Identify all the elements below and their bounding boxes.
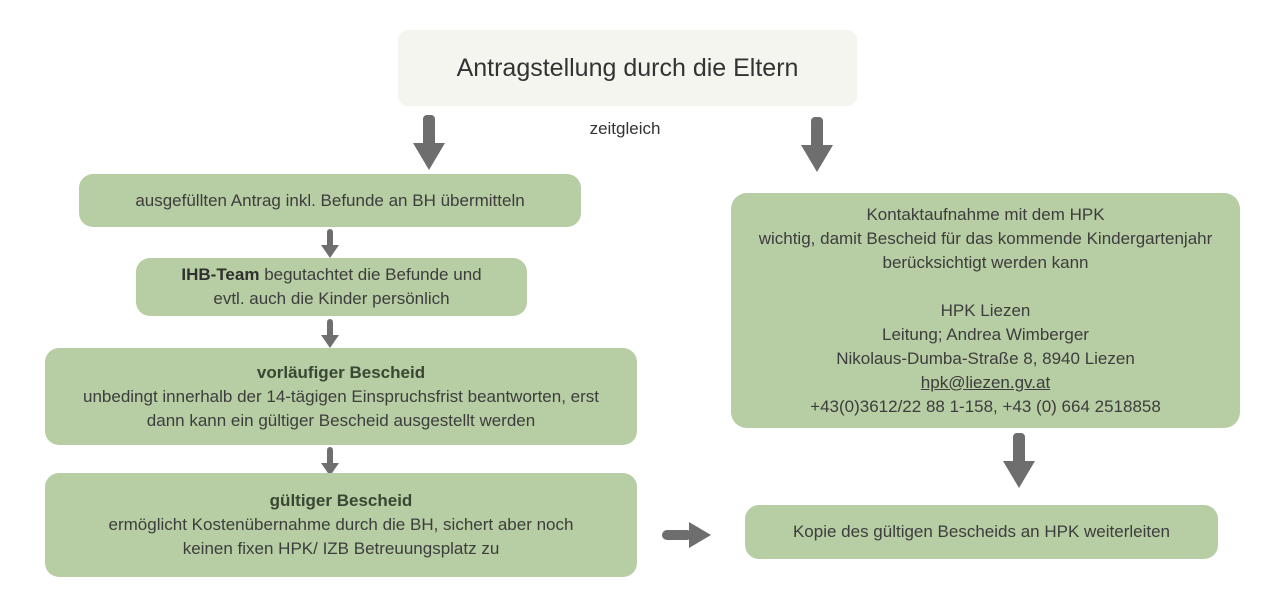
step-ihb-line1-rest: begutachtet die Befunde und: [259, 265, 482, 284]
arrow-stem: [327, 319, 333, 335]
forward-copy-text: Kopie des gültigen Bescheids an HPK weit…: [792, 522, 1171, 541]
arrow-stem: [423, 115, 435, 143]
step-valid-line1: ermöglicht Kostenübernahme durch die BH,…: [108, 515, 574, 534]
contact-address: Nikolaus-Dumba-Straße 8, 8940 Liezen: [836, 348, 1135, 368]
arrow-down-contact-icon: [1003, 433, 1035, 488]
arrow-down-small-icon: [321, 447, 339, 476]
zeitgleich-label: zeitgleich: [589, 119, 661, 138]
step-ihb-line1: IHB-Team begutachtet die Befunde und: [181, 263, 481, 287]
arrow-stem: [811, 117, 823, 145]
contact-phones: +43(0)3612/22 88 1-158, +43 (0) 664 2518…: [810, 396, 1161, 416]
title-box: Antragstellung durch die Eltern: [398, 30, 857, 106]
arrow-down-right-icon: [801, 117, 833, 172]
step-ihb-line2: evtl. auch die Kinder persönlich: [213, 289, 450, 308]
arrow-head: [1003, 461, 1035, 488]
arrow-stem: [662, 530, 692, 540]
page-title: Antragstellung durch die Eltern: [456, 53, 799, 82]
contact-note-line2: berücksichtigt werden kann: [882, 252, 1089, 272]
arrow-stem: [327, 229, 333, 245]
arrow-head: [801, 145, 833, 172]
arrow-head: [413, 143, 445, 170]
contact-box: Kontaktaufnahme mit dem HPK wichtig, dam…: [731, 193, 1240, 428]
step-ihb-bold: IHB-Team: [181, 265, 260, 284]
arrow-head: [321, 245, 339, 258]
step-ihb-box: IHB-Team begutachtet die Befunde und evt…: [136, 258, 527, 316]
arrow-down-small-icon: [321, 229, 339, 258]
arrow-down-small-icon: [321, 319, 339, 348]
email-link[interactable]: hpk@liezen.gv.at: [920, 372, 1051, 392]
arrow-right-icon: [662, 522, 711, 548]
arrow-down-left-icon: [413, 115, 445, 170]
step-submit-box: ausgefüllten Antrag inkl. Befunde an BH …: [79, 174, 581, 227]
step-valid-heading: gültiger Bescheid: [269, 491, 413, 510]
step-preliminary-line2: dann kann ein gültiger Bescheid ausgeste…: [146, 410, 536, 430]
step-valid-line2: keinen fixen HPK/ IZB Betreuungsplatz zu: [182, 539, 500, 558]
step-preliminary-box: vorläufiger Bescheid unbedingt innerhalb…: [45, 348, 637, 445]
arrow-head: [321, 335, 339, 348]
arrow-stem: [1013, 433, 1025, 461]
arrow-stem: [327, 447, 333, 463]
step-submit-text: ausgefüllten Antrag inkl. Befunde an BH …: [135, 190, 525, 210]
contact-org: HPK Liezen: [940, 300, 1031, 320]
step-preliminary-heading: vorläufiger Bescheid: [256, 362, 426, 382]
arrow-head: [689, 522, 711, 548]
step-valid-box: gültiger Bescheid ermöglicht Kostenübern…: [45, 473, 637, 577]
contact-leader: Leitung; Andrea Wimberger: [882, 324, 1089, 344]
step-preliminary-line1: unbedingt innerhalb der 14-tägigen Einsp…: [83, 386, 599, 406]
forward-copy-box: Kopie des gültigen Bescheids an HPK weit…: [745, 505, 1218, 559]
contact-note-line1: wichtig, damit Bescheid für das kommende…: [758, 228, 1213, 248]
contact-heading: Kontaktaufnahme mit dem HPK: [866, 204, 1105, 224]
arrow-head: [321, 463, 339, 476]
